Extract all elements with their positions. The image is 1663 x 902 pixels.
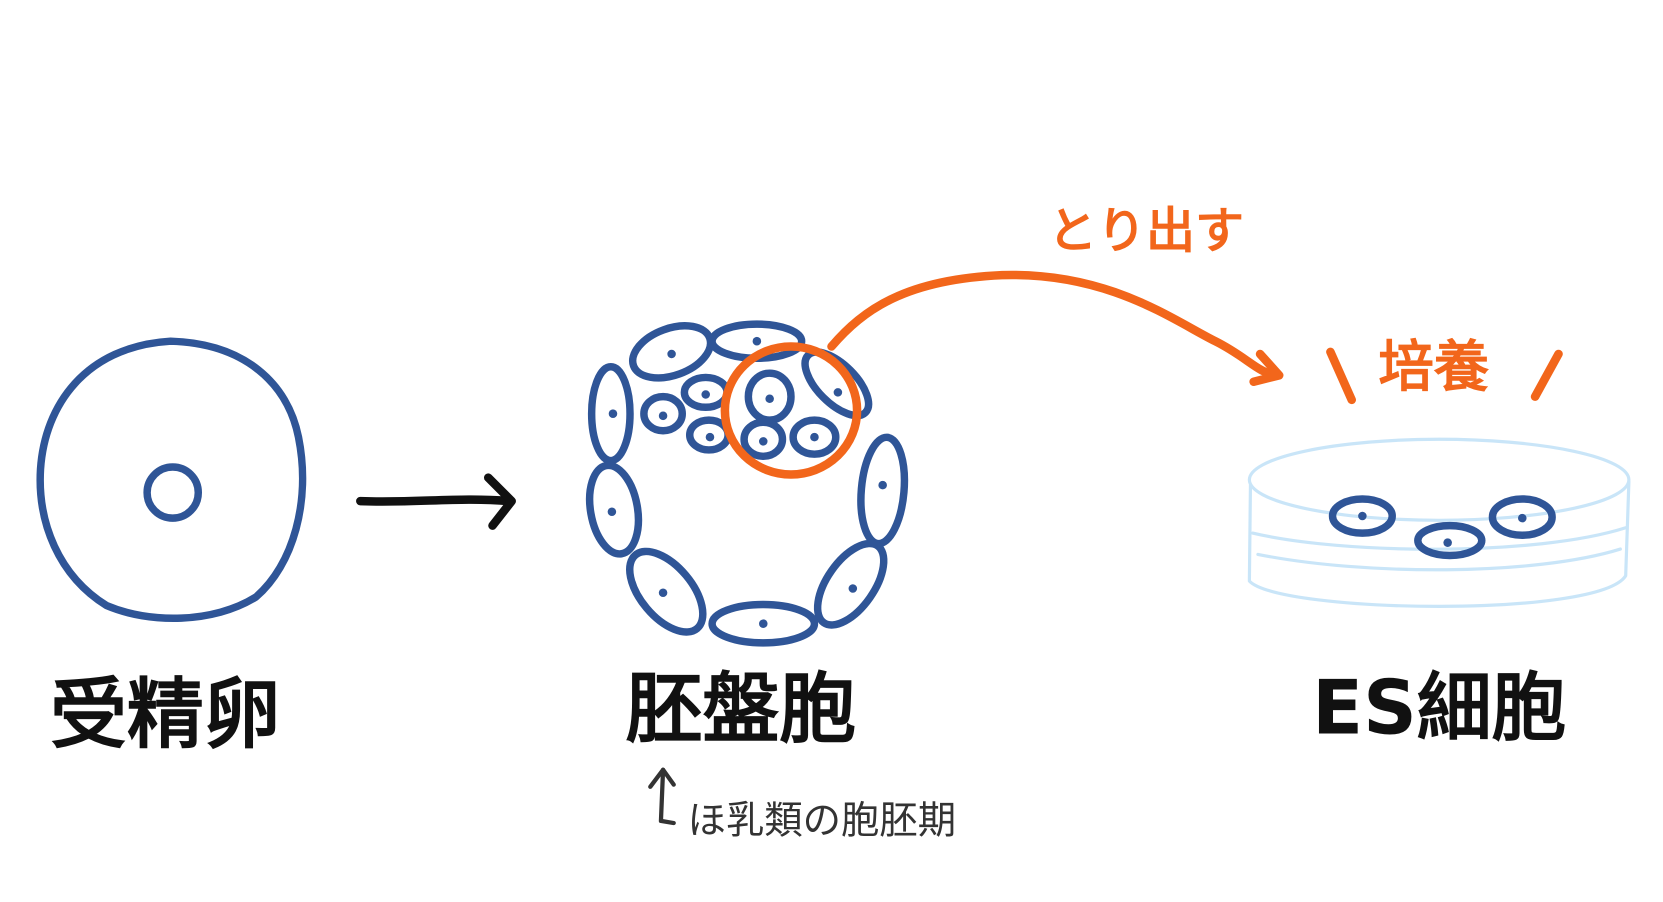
es-cells-label: ES細胞 bbox=[1312, 664, 1566, 751]
es-cell bbox=[1414, 521, 1486, 560]
inner-cell bbox=[640, 392, 686, 435]
trophoblast-cell bbox=[625, 547, 707, 636]
extract-label: とり出す bbox=[1048, 201, 1244, 259]
inner-cell-mass-highlight bbox=[720, 342, 862, 479]
trophoblast-cell bbox=[587, 363, 634, 465]
arrow-right-icon bbox=[356, 473, 516, 530]
trophoblast-cell bbox=[708, 600, 819, 647]
inner-cell bbox=[789, 416, 840, 458]
trophoblast-cell bbox=[857, 433, 909, 548]
zygote-membrane bbox=[36, 337, 307, 622]
zygote-label: 受精卵 bbox=[50, 671, 280, 760]
zygote-nucleus bbox=[143, 463, 203, 522]
culture-dish bbox=[1247, 437, 1631, 608]
zygote-drawing bbox=[36, 337, 307, 622]
culture-left-mark bbox=[1326, 347, 1356, 405]
blastocyst-label: 胚盤胞 bbox=[626, 666, 856, 755]
trophoblast-cell bbox=[813, 539, 888, 629]
culture-right-mark bbox=[1530, 349, 1563, 401]
culture-label: 培養 bbox=[1378, 336, 1489, 400]
trophoblast-cell bbox=[801, 348, 873, 420]
blastocyst-note: ほ乳類の胞胚期 bbox=[688, 799, 957, 844]
extraction-arrow bbox=[720, 270, 1563, 479]
arrow-up-icon bbox=[648, 767, 676, 826]
es-cell bbox=[1328, 495, 1396, 537]
es-cell bbox=[1488, 495, 1556, 539]
inner-cell bbox=[740, 418, 787, 461]
es-cells bbox=[1328, 495, 1556, 560]
trophoblast-cell bbox=[585, 461, 643, 558]
